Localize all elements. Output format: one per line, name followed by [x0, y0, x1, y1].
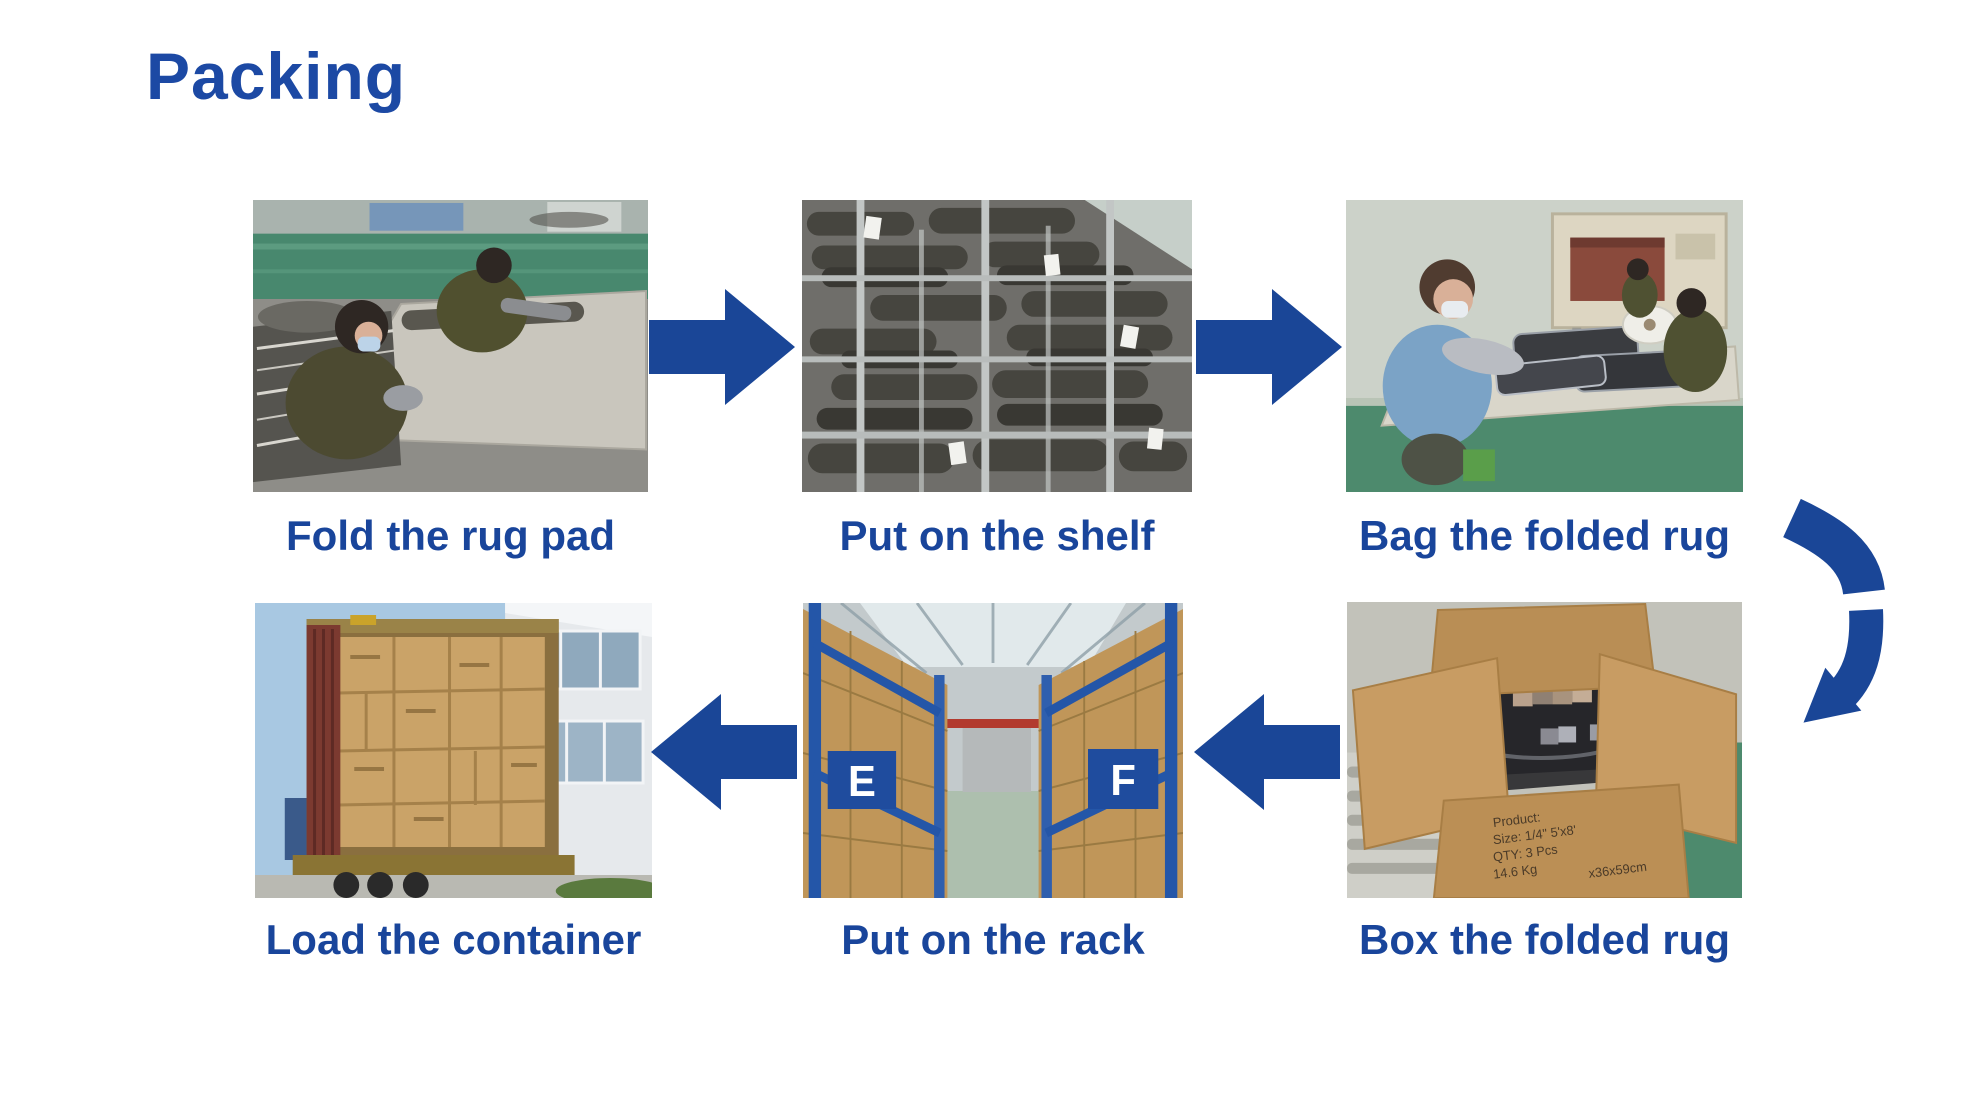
right-arrow-icon [1196, 289, 1342, 405]
caption-fold-rug-pad: Fold the rug pad [286, 512, 615, 559]
photo-shelf-racks [802, 200, 1192, 492]
worker-figure [436, 247, 572, 353]
photo-warehouse-rack: E F [803, 603, 1183, 898]
left-arrow-icon [1194, 694, 1340, 810]
right-arrow-icon [649, 289, 795, 405]
caption-put-on-rack: Put on the rack [841, 916, 1145, 963]
photo-load-container [255, 603, 652, 898]
caption-load-container: Load the container [265, 916, 642, 963]
rack-sign-f: F [1088, 749, 1159, 809]
svg-text:E: E [848, 757, 876, 806]
left-arrow-icon [651, 694, 797, 810]
worker-figure [1621, 258, 1728, 393]
worker-figure [1382, 259, 1524, 486]
photo-box-folded-rug: Product: Size: 1/4" 5'x8' QTY: 3 Pcs 14.… [1347, 602, 1742, 898]
worker-figure [285, 299, 423, 460]
rack-sign-e: E [827, 751, 897, 809]
photo-bagging-station [1346, 200, 1743, 492]
svg-text:14.6 Kg: 14.6 Kg [1492, 861, 1538, 881]
box-stack [338, 637, 545, 847]
curved-down-arrow-icon [1776, 488, 1888, 738]
caption-put-on-shelf: Put on the shelf [839, 512, 1155, 559]
caption-bag-folded-rug: Bag the folded rug [1359, 512, 1730, 559]
svg-text:x36x59cm: x36x59cm [1588, 859, 1648, 881]
caption-box-folded-rug: Box the folded rug [1359, 916, 1730, 963]
svg-text:Product:: Product: [1492, 809, 1541, 830]
shelf-tag [863, 215, 1164, 466]
photo-fold-rug-pad [253, 200, 648, 492]
svg-text:F: F [1110, 756, 1136, 805]
page-title: Packing [146, 39, 407, 113]
